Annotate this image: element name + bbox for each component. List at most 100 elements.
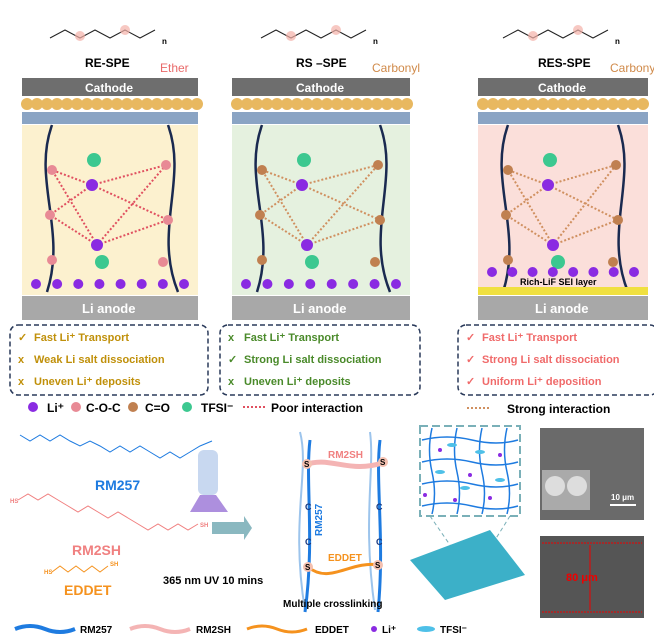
rm257-label: RM257 xyxy=(95,477,140,493)
li-deposit xyxy=(608,267,619,277)
summary-mark: ✓ xyxy=(466,376,475,388)
cathode-particle xyxy=(477,98,489,110)
cei-layer xyxy=(22,112,198,124)
summary-mark: ✓ xyxy=(466,332,475,344)
interaction-line xyxy=(91,184,169,221)
s-label: S xyxy=(304,460,310,469)
polymer-structure xyxy=(49,29,156,39)
functional-group-node xyxy=(370,257,380,267)
li-deposit xyxy=(369,279,380,289)
legend-eddet: EDDET xyxy=(315,625,349,636)
thickness-label: 80 μm xyxy=(566,572,598,584)
cathode-particle xyxy=(181,98,193,110)
anode-label: Li anode xyxy=(293,301,346,316)
cathode-particle xyxy=(311,98,323,110)
interaction-line xyxy=(49,214,98,246)
li-deposit xyxy=(73,279,84,289)
interaction-line xyxy=(306,164,379,246)
interaction-line xyxy=(505,184,549,216)
crosslinked-network: S S S S C C C C RM2SH EDDET RM257 xyxy=(298,431,388,613)
network-caption: Multiple crosslinking xyxy=(283,599,382,610)
cathode-particle xyxy=(351,98,363,110)
summary-box xyxy=(9,324,209,396)
li-ion xyxy=(488,496,492,500)
hs-label: HS xyxy=(10,499,18,505)
mesh-line xyxy=(428,427,436,515)
functional-group-node xyxy=(501,210,511,220)
cathode-particle xyxy=(557,98,569,110)
functional-group-node xyxy=(47,255,57,265)
functional-group-node xyxy=(257,255,267,265)
li-deposit xyxy=(31,279,41,289)
porous-membrane-icon xyxy=(410,530,525,600)
li-ion xyxy=(547,239,559,251)
li-ion xyxy=(438,448,442,452)
cathode-particle xyxy=(507,98,519,110)
functional-group-label: Ether xyxy=(160,61,189,75)
functional-group-node xyxy=(375,215,385,225)
cathode-particle xyxy=(527,98,539,110)
summary-item: Fast Li⁺ Transport xyxy=(244,332,339,344)
li-deposit xyxy=(115,279,126,289)
cathode-particle xyxy=(577,98,589,110)
highlight-icon xyxy=(573,25,583,35)
summary-mark: ✓ xyxy=(228,354,237,366)
legend-rm257: RM257 xyxy=(80,625,113,636)
interaction-line xyxy=(96,164,167,246)
mesh-line xyxy=(421,480,519,488)
cathode-particle xyxy=(271,98,283,110)
arrow-icon xyxy=(212,516,252,540)
cathode-particle xyxy=(331,98,343,110)
cathode-particle xyxy=(61,98,73,110)
interaction-line xyxy=(306,219,381,246)
polymer-chain xyxy=(616,124,630,293)
polymer-structure xyxy=(260,29,367,39)
c-label: C xyxy=(376,537,383,547)
functional-group-node xyxy=(611,160,621,170)
cathode-particle xyxy=(517,98,529,110)
mesh-line xyxy=(453,427,461,515)
li-deposit xyxy=(305,279,316,289)
summary-item: Uniform Li⁺ deposition xyxy=(482,376,602,388)
li-deposit xyxy=(629,267,639,277)
cathode-particle xyxy=(401,98,413,110)
sei-label: Rich-LiF SEI layer xyxy=(520,277,597,287)
cathode-label: Cathode xyxy=(85,81,133,95)
cathode-particle xyxy=(361,98,373,110)
sem-surface-image: 10 μm xyxy=(540,428,644,520)
polymer-structure xyxy=(502,29,609,39)
cathode-particle xyxy=(231,98,243,110)
summary-box xyxy=(219,324,421,396)
li-deposit xyxy=(241,279,251,289)
rm257-structure xyxy=(19,434,213,459)
cathode-particle xyxy=(131,98,143,110)
legend-poor: Poor interaction xyxy=(271,401,363,415)
cathode-particle xyxy=(291,98,303,110)
li-deposit xyxy=(136,279,147,289)
li-icon xyxy=(28,402,38,412)
li-deposit xyxy=(527,267,538,277)
highlight-icon xyxy=(120,25,130,35)
mesh-inset xyxy=(410,425,525,600)
cathode-particle xyxy=(41,98,53,110)
li-ion xyxy=(468,473,472,477)
li-deposit xyxy=(52,279,63,289)
summary-mark: ✓ xyxy=(466,354,475,366)
tfsi-anion xyxy=(475,450,485,454)
tfsi-anion xyxy=(447,443,457,447)
tfsi-anion xyxy=(297,153,311,167)
rm2sh-structure xyxy=(17,493,199,531)
s-label: S xyxy=(305,563,311,572)
tfsi-anion xyxy=(435,470,445,474)
functional-group-node xyxy=(45,210,55,220)
monomer-structures: RM257 HS SH RM2SH HS SH EDDET xyxy=(10,434,213,598)
interaction-line xyxy=(259,184,303,216)
summary-item: Fast Li⁺ Transport xyxy=(482,332,577,344)
c-label: C xyxy=(305,502,312,512)
li-deposit xyxy=(262,279,273,289)
summary-mark: x xyxy=(228,332,235,344)
interaction-line xyxy=(51,169,98,246)
anode-bar xyxy=(232,296,410,320)
mesh-line xyxy=(503,427,511,515)
